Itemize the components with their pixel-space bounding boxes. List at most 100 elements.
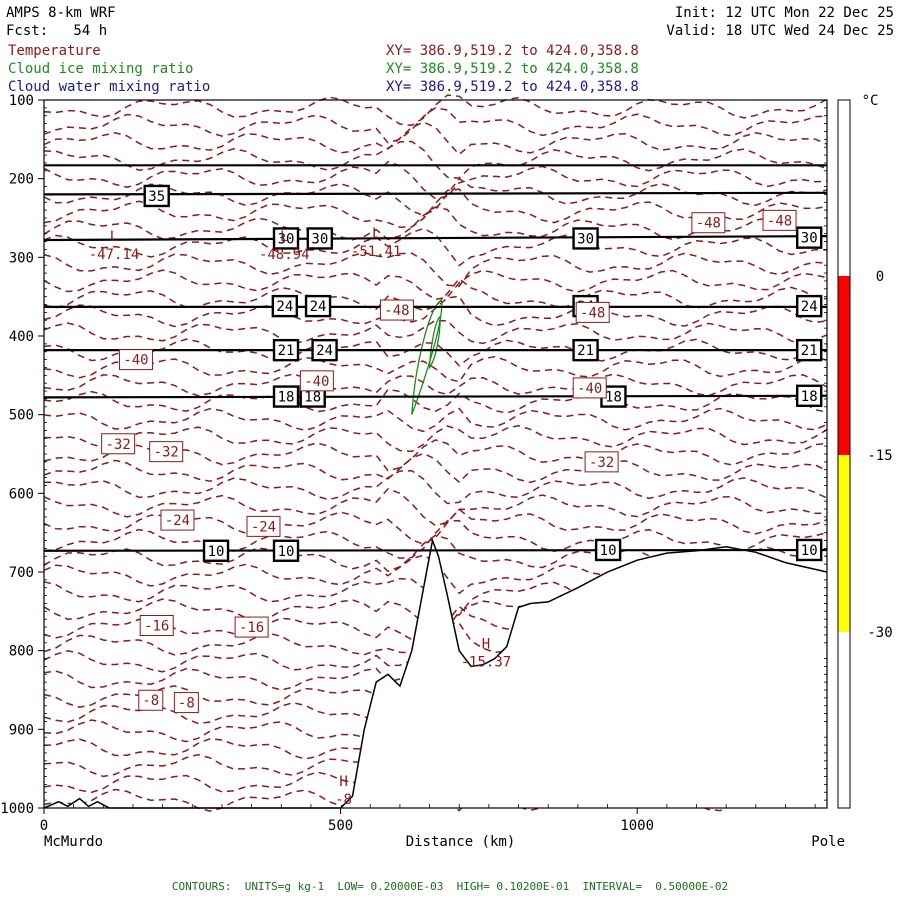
isentrope-label-box xyxy=(796,338,823,362)
header-left: AMPS 8-km WRF Fcst: 54 h xyxy=(6,4,116,40)
temperature-contour xyxy=(43,534,828,573)
isentrope-label: 10 xyxy=(600,543,617,559)
temperature-label: -24 xyxy=(251,519,276,535)
temperature-contour xyxy=(43,469,828,505)
header-right: Init: 12 UTC Mon 22 Dec 25 Valid: 18 UTC… xyxy=(666,4,894,40)
extremum-mark: L xyxy=(280,229,288,245)
temperature-label: -48 xyxy=(384,303,409,319)
temperature-label-box xyxy=(138,689,164,711)
xy-cloud-ice: XY= 386.9,519.2 to 424.0,358.8 xyxy=(386,61,639,77)
isentrope-label-box xyxy=(272,227,300,250)
temperature-label-box xyxy=(246,515,281,537)
isentrope-label: 30 xyxy=(311,231,328,247)
extremum-value: -47.14 xyxy=(89,247,140,263)
temperature-label-box xyxy=(139,614,174,636)
terrain-fill xyxy=(44,540,827,808)
extremum-value: -48.94 xyxy=(259,247,310,263)
temperature-contour xyxy=(43,319,828,345)
temperature-label: -40 xyxy=(123,353,148,369)
temperature-label: -32 xyxy=(589,455,614,471)
temperature-contour xyxy=(43,121,828,156)
y-tick-label: 600 xyxy=(9,486,34,502)
isentrope-label-box xyxy=(572,338,599,362)
temperature-contour xyxy=(43,355,828,383)
colorbar-outline xyxy=(837,99,851,809)
y-tick-label: 900 xyxy=(9,722,34,738)
colorbar-tick-label: 0 xyxy=(876,269,884,285)
isentrope-line xyxy=(43,394,828,399)
y-tick-label: 700 xyxy=(9,565,34,581)
temperature-label-box xyxy=(118,349,153,371)
colorbar-band xyxy=(838,455,850,632)
temperature-contour xyxy=(43,206,828,241)
colorbar-unit: °C xyxy=(862,93,879,109)
x-axis-label: Distance (km) xyxy=(406,834,516,850)
y-tick-label: 500 xyxy=(9,408,34,424)
xy-temperature: XY= 386.9,519.2 to 424.0,358.8 xyxy=(386,43,639,59)
temperature-contour xyxy=(43,160,828,200)
isentrope-label-box xyxy=(306,227,334,250)
isentrope-line xyxy=(43,234,828,242)
isentrope-label: 18 xyxy=(801,389,818,405)
legend-cloud-ice: Cloud ice mixing ratio xyxy=(8,61,194,77)
temperature-contour xyxy=(43,94,828,127)
temperature-contour xyxy=(43,227,828,267)
isentrope-label: 30 xyxy=(278,231,295,247)
temperature-label-box xyxy=(149,441,184,463)
isentrope-line xyxy=(43,191,828,196)
x-tick-label: 500 xyxy=(328,818,353,834)
isentrope-label: 24 xyxy=(801,299,818,315)
temperature-label-box xyxy=(691,212,726,234)
cloud-ice-contour xyxy=(411,299,443,415)
isentrope-label: 21 xyxy=(801,343,818,359)
init-time: Init: 12 UTC Mon 22 Dec 25 xyxy=(674,5,894,21)
temperature-label: -16 xyxy=(239,620,264,636)
isentrope-label: 21 xyxy=(278,343,295,359)
temperature-label-box xyxy=(379,299,414,321)
temperature-contour xyxy=(43,277,828,312)
isentrope-label: 18 xyxy=(605,390,622,406)
temperature-label-box xyxy=(173,692,199,714)
extremum-value: -8 xyxy=(335,792,352,808)
isentrope-label-box xyxy=(202,539,230,562)
isentrope-label-box xyxy=(272,385,300,408)
temperature-label: -32 xyxy=(105,437,130,453)
temperature-contour xyxy=(43,373,828,397)
extremum-value: -15.37 xyxy=(461,654,512,670)
temperature-contour xyxy=(43,753,828,778)
x-tick-label: 0 xyxy=(40,818,48,834)
isentrope-label-box xyxy=(796,294,823,318)
isentrope-label-box xyxy=(311,338,338,362)
valid-time: Valid: 18 UTC Wed 24 Dec 25 xyxy=(666,23,894,39)
isentrope-label-box xyxy=(796,384,823,407)
temperature-label-box xyxy=(160,509,195,531)
temperature-contour xyxy=(43,338,828,367)
isentrope-label-box xyxy=(796,538,823,562)
isentrope-label: 24 xyxy=(276,299,293,315)
legend: Temperature Cloud ice mixing ratio Cloud… xyxy=(8,42,210,96)
xy-legend: XY= 386.9,519.2 to 424.0,358.8 XY= 386.9… xyxy=(386,42,639,96)
y-tick-label: 400 xyxy=(9,329,34,345)
isentrope-line xyxy=(43,548,828,552)
forecast-hour: Fcst: 54 h xyxy=(6,23,108,39)
temperature-label: -40 xyxy=(577,381,602,397)
isentrope-label: 21 xyxy=(577,343,594,359)
legend-temperature: Temperature xyxy=(8,43,101,59)
temperature-contour xyxy=(43,452,828,484)
y-tick-label: 800 xyxy=(9,644,34,660)
isentrope-label: 10 xyxy=(801,543,818,559)
isentrope-label-box xyxy=(594,538,622,562)
temperature-contour xyxy=(43,488,828,527)
temperature-contour xyxy=(43,407,828,433)
temperature-contour xyxy=(43,388,828,414)
isentrope-label-box xyxy=(272,539,300,562)
isentrope-label: 35 xyxy=(148,189,165,205)
isentrope-label: 30 xyxy=(801,231,818,247)
temperature-label-box xyxy=(101,433,136,455)
temperature-label-box xyxy=(762,209,797,231)
temperature-contour xyxy=(43,667,828,700)
isentrope-label: 24 xyxy=(310,299,327,315)
isentrope-label: 24 xyxy=(316,343,333,359)
legend-cloud-water: Cloud water mixing ratio xyxy=(8,79,211,95)
model-title: AMPS 8-km WRF xyxy=(6,5,116,21)
